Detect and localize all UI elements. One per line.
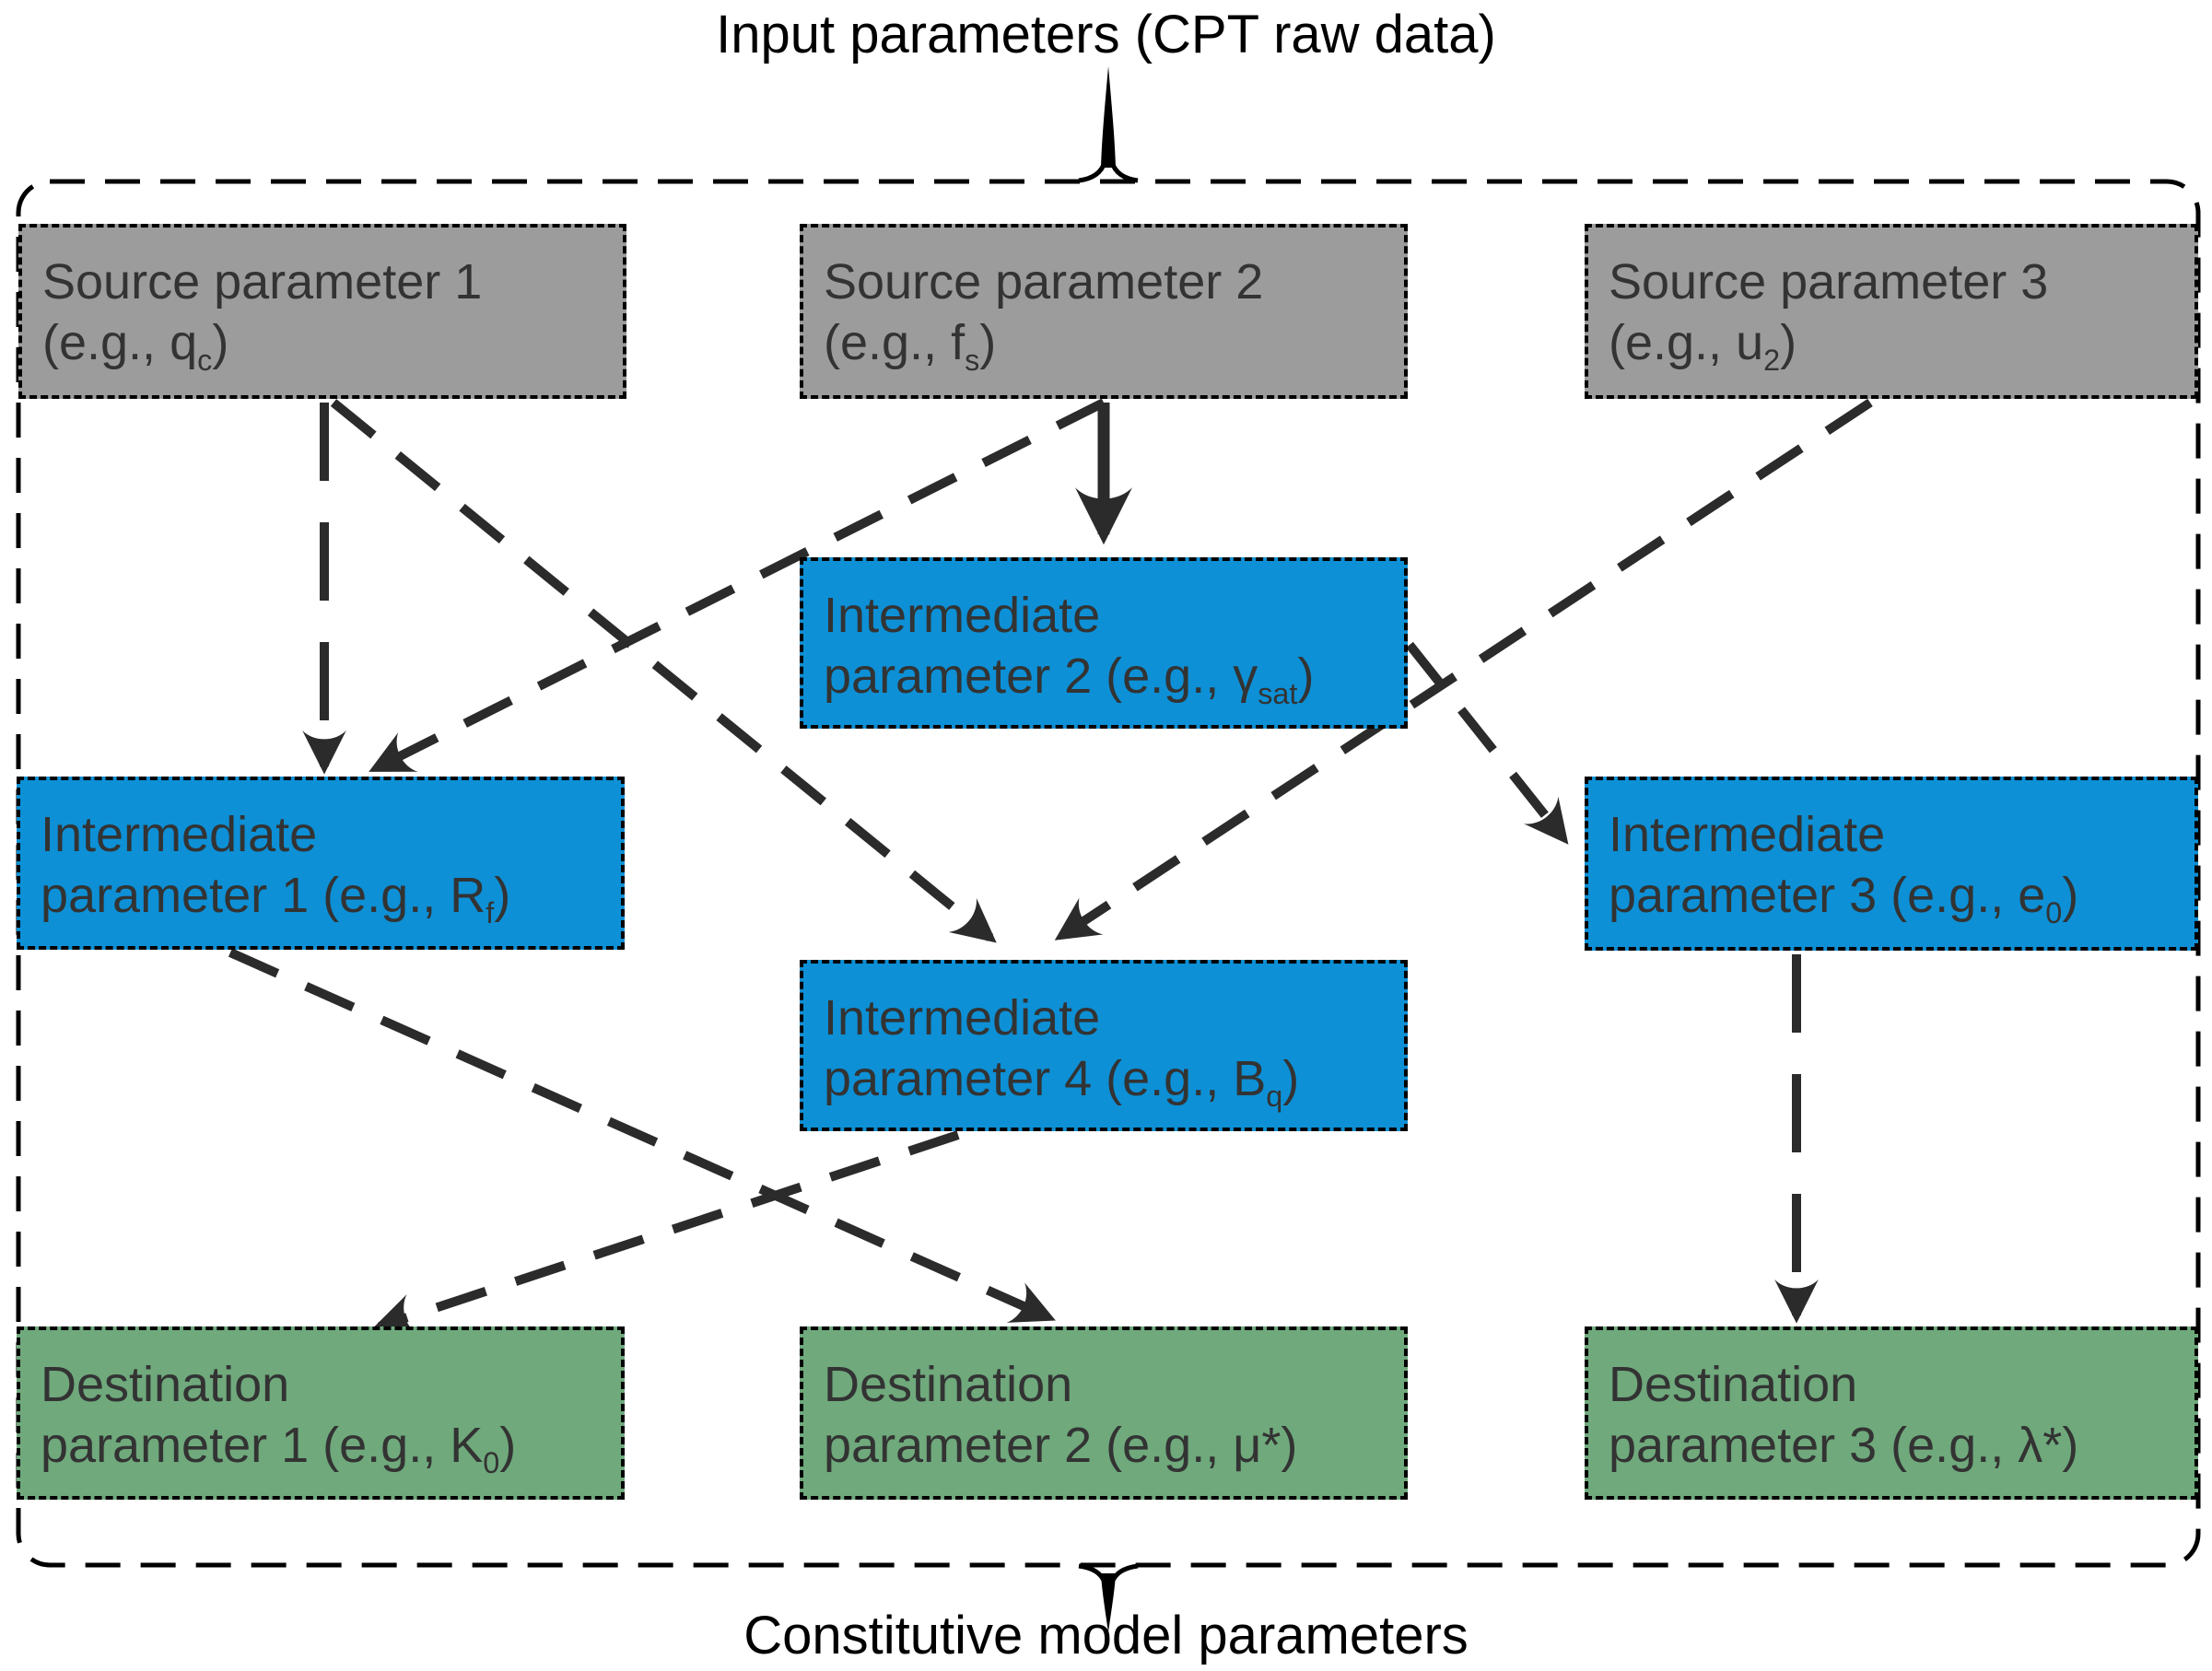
node-example: parameter 1 (e.g., K0) [41,1418,517,1479]
top-caption: Input parameters (CPT raw data) [716,5,1496,64]
bottom-caption: Constitutive model parameters [743,1606,1469,1665]
node-intermediate-parameter-2: Intermediate parameter 2 (e.g., γsat) [800,557,1408,729]
node-example: parameter 4 (e.g., Bq) [824,1051,1300,1113]
node-destination-parameter-3: Destination parameter 3 (e.g., λ*) [1585,1326,2198,1500]
edge-int2-int3 [1406,641,1569,845]
node-example: parameter 2 (e.g., γsat) [824,649,1315,710]
top-brace-icon [1101,66,1116,168]
node-intermediate-parameter-3: Intermediate parameter 3 (e.g., e0) [1585,777,2198,951]
node-label: Intermediate [1609,807,1886,862]
node-label: Source parameter 1 [42,254,483,310]
top-brace-left-curl [1078,161,1107,183]
node-label: Destination [824,1357,1073,1412]
node-label: Intermediate [824,588,1101,643]
node-example: parameter 3 (e.g., e0) [1609,868,2079,929]
node-example: parameter 3 (e.g., λ*) [1609,1418,2079,1473]
node-label: Destination [1609,1357,1858,1412]
node-label: Intermediate [824,990,1101,1046]
node-example: (e.g., qc) [42,315,229,377]
node-intermediate-parameter-1: Intermediate parameter 1 (e.g., Rf) [17,777,625,950]
node-label: Destination [41,1357,290,1412]
node-example: (e.g., u2) [1609,315,1797,377]
node-destination-parameter-1: Destination parameter 1 (e.g., K0) [17,1326,625,1500]
top-brace-right-curl [1109,161,1139,183]
node-label: Source parameter 2 [824,254,1264,310]
node-example: parameter 2 (e.g., μ*) [824,1418,1298,1473]
node-label: Intermediate [41,807,318,862]
edge-source1-int4 [330,399,997,943]
node-label: Source parameter 3 [1609,254,2049,310]
bottom-brace-icon [1101,1573,1116,1632]
bottom-brace-right-curl [1109,1563,1139,1583]
bottom-brace-left-curl [1078,1563,1107,1583]
node-destination-parameter-2: Destination parameter 2 (e.g., μ*) [800,1326,1408,1500]
node-source-parameter-1: Source parameter 1 (e.g., qc) [18,224,626,399]
edge-source2-int1 [369,398,1106,773]
node-example: (e.g., fs) [824,315,997,377]
edge-int1-dest2 [228,948,1056,1323]
node-source-parameter-2: Source parameter 2 (e.g., fs) [800,224,1408,399]
node-intermediate-parameter-4: Intermediate parameter 4 (e.g., Bq) [800,960,1408,1131]
edge-int4-dest1 [371,1130,960,1337]
node-source-parameter-3: Source parameter 3 (e.g., u2) [1585,224,2198,399]
node-example: parameter 1 (e.g., Rf) [41,868,511,929]
